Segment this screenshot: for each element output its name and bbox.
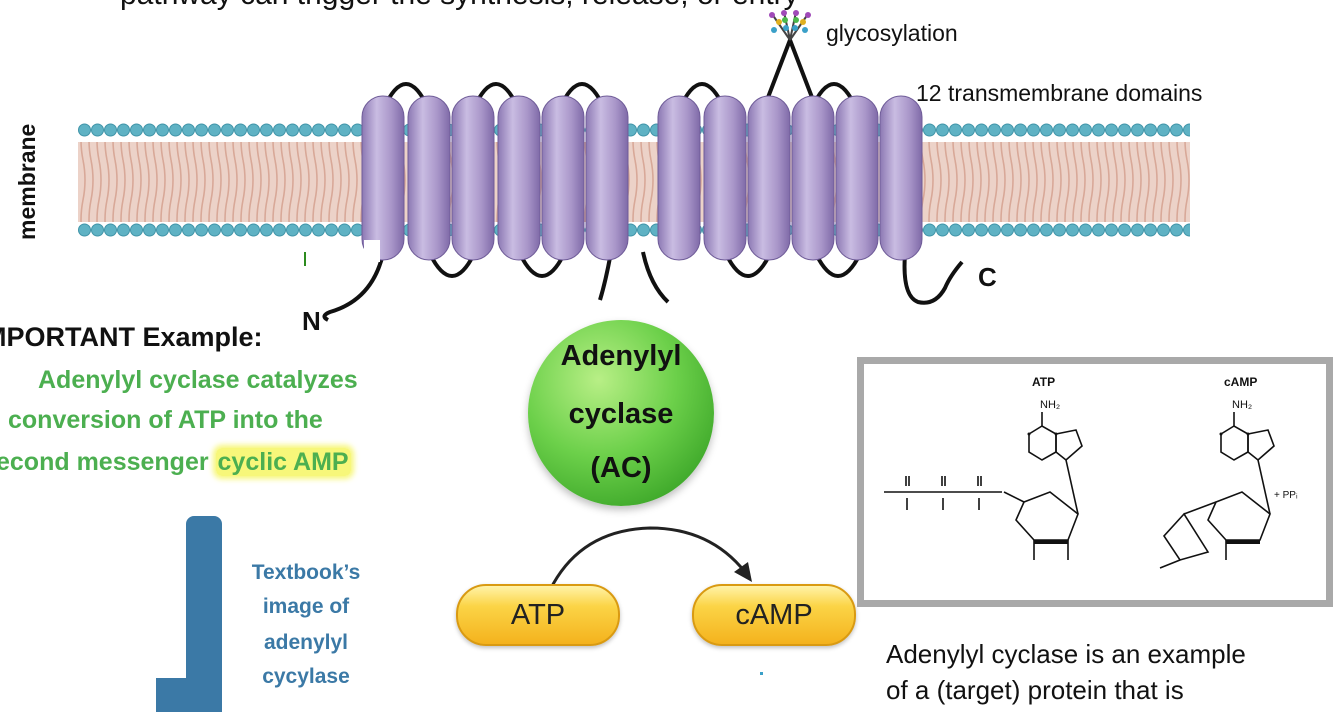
example-title: MPORTANT Example:	[0, 322, 263, 352]
glycosylation-label: glycosylation	[826, 20, 958, 46]
bottom-description: Adenylyl cyclase is an example of a (tar…	[886, 636, 1246, 708]
membrane-diagram	[78, 10, 1190, 322]
ppi-label: + PPᵢ	[1274, 490, 1298, 501]
atp-nh2-label: NH₂	[1040, 399, 1060, 411]
camp-pill: cAMP	[692, 584, 856, 646]
enzyme-label-line-2: cyclase	[568, 398, 674, 430]
intracellular-loops	[322, 251, 964, 322]
glycosylation-chains	[769, 10, 811, 41]
example-line-3: econd messenger cyclic AMP	[0, 448, 351, 476]
camp-nh2-label: NH₂	[1232, 399, 1252, 411]
c-terminus-label: C	[978, 262, 997, 292]
textbook-note-line-1: Textbook’s	[251, 561, 361, 584]
n-terminus-label: N	[302, 306, 321, 336]
chemical-structures: ATP cAMP NH₂ NH₂ + PPᵢ	[884, 375, 1298, 569]
cyclic-amp-highlight: cyclic AMP	[215, 448, 351, 476]
atp-structure	[884, 412, 1083, 560]
textbook-bar-foot	[156, 678, 222, 712]
structure-panel: ATP cAMP NH₂ NH₂ + PPᵢ	[857, 357, 1333, 607]
textbook-note-line-2: image of	[262, 595, 350, 618]
extracellular-loops	[381, 34, 859, 111]
top-text: pathway can trigger the synthesis, relea…	[120, 0, 799, 12]
bottom-text-line-2: of a (target) protein that is	[886, 675, 1184, 705]
lipid-bilayer	[78, 120, 1190, 242]
atp-structure-title: ATP	[1032, 375, 1055, 389]
transmembrane-helices	[361, 95, 923, 262]
camp-structure	[1159, 412, 1275, 569]
adenylyl-cyclase-sphere	[528, 320, 714, 506]
enzyme-label-line-1: Adenylyl	[560, 340, 682, 372]
camp-structure-title: cAMP	[1224, 375, 1257, 389]
atom-dots	[1027, 432, 1250, 436]
atp-pill: ATP	[456, 584, 620, 646]
dot-mark	[760, 672, 763, 675]
example-line-2: conversion of ATP into the	[8, 406, 323, 434]
textbook-note-line-4: cycylase	[262, 665, 350, 688]
membrane-label: membrane	[14, 123, 40, 240]
example-line-1: Adenylyl cyclase catalyzes	[38, 366, 358, 394]
enzyme-label-line-3: (AC)	[590, 452, 652, 484]
bottom-text-line-1: Adenylyl cyclase is an example	[886, 639, 1246, 669]
transmembrane-label: 12 transmembrane domains	[916, 80, 1203, 106]
textbook-note-line-3: adenylyl	[263, 631, 349, 654]
reaction-arrow	[548, 526, 752, 591]
